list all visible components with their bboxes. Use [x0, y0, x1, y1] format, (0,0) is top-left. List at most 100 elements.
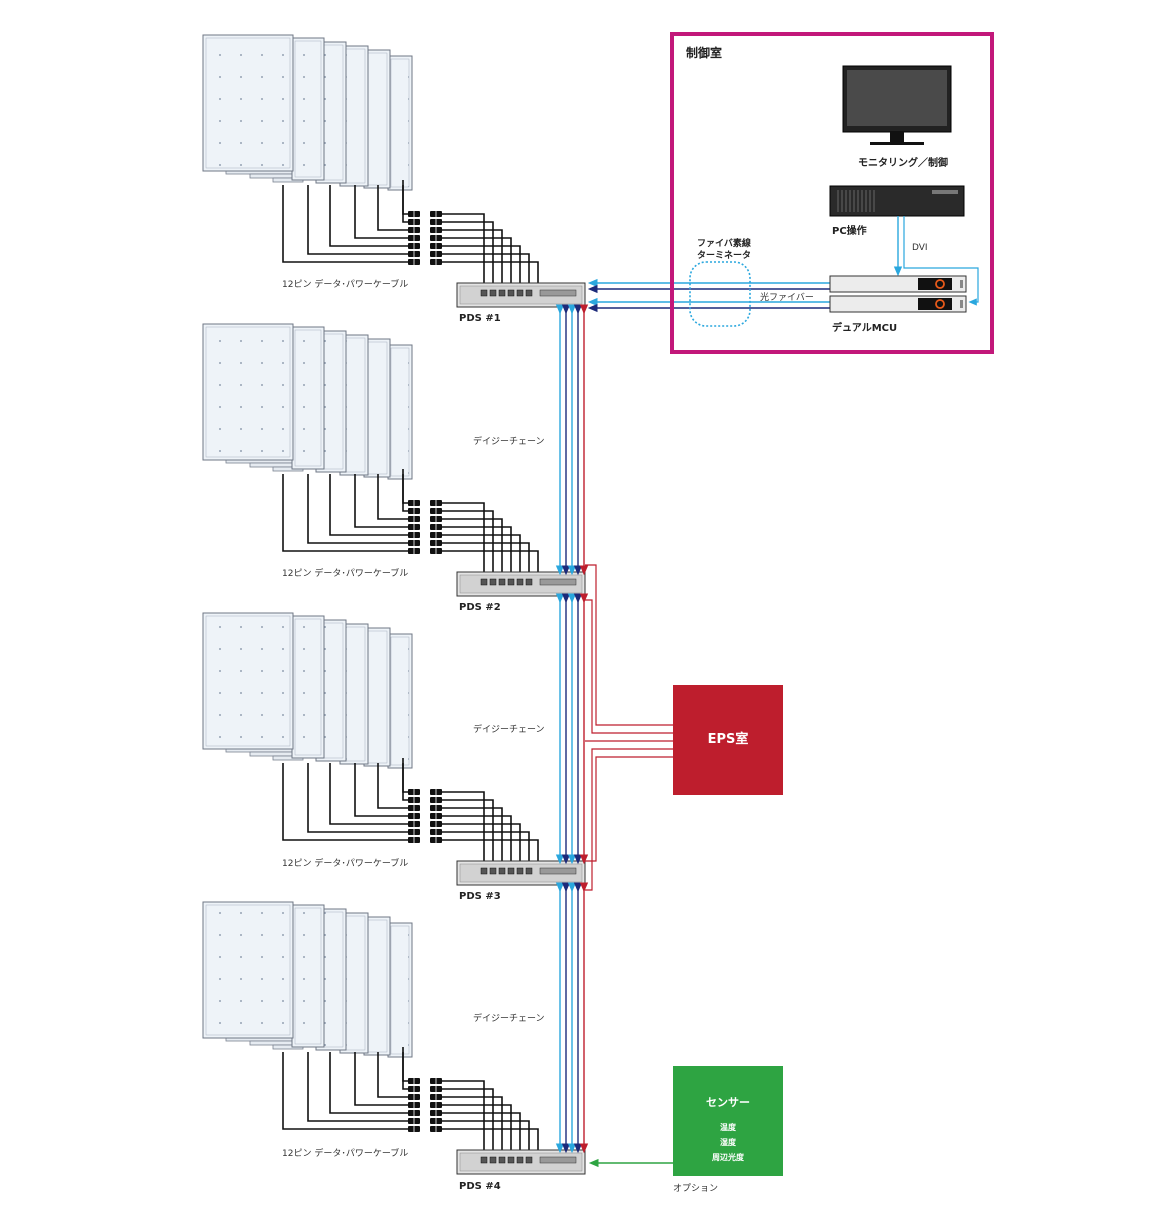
control-room-border: [670, 32, 994, 354]
pds-cable: [442, 799, 494, 870]
sensor-option-label: オプション: [673, 1184, 719, 1194]
pds-port: [507, 578, 515, 586]
pds-port: [507, 867, 515, 875]
pds-cable: [442, 213, 485, 292]
pds-terminal-block: [539, 578, 577, 586]
chain-label-2: デイジーチェーン: [473, 437, 545, 447]
data-power-cable: [354, 474, 408, 528]
fiber-label: 光ファイバー: [760, 293, 814, 303]
pds-terminal-block: [539, 867, 577, 875]
sensor-title: センサー: [706, 1096, 750, 1109]
data-power-cable: [282, 1052, 408, 1130]
data-power-cable: [307, 185, 408, 255]
pds-port: [480, 578, 488, 586]
pds-port: [516, 1156, 524, 1164]
pds-cable: [442, 502, 485, 581]
data-power-cable: [354, 185, 408, 239]
terminator-label-line2: ターミネータ: [697, 251, 752, 261]
pds-port: [516, 289, 524, 297]
pds-cable: [442, 550, 539, 581]
pds-port: [507, 289, 515, 297]
pds-port: [489, 289, 497, 297]
pds-group-4: [202, 901, 586, 1175]
pds-cable: [442, 1128, 539, 1159]
pds-port: [498, 578, 506, 586]
data-power-cable: [307, 474, 408, 544]
data-power-cable: [307, 1052, 408, 1122]
data-power-cable: [377, 763, 408, 809]
pds-cable: [442, 1088, 494, 1159]
pc-label: PC操作: [832, 226, 867, 237]
eps-room-box: [673, 685, 783, 795]
pds-port: [480, 867, 488, 875]
data-power-cable: [282, 474, 408, 552]
power-feed: [585, 756, 673, 862]
pds-port: [498, 1156, 506, 1164]
cable-label-3: 12ピン データ･パワーケーブル: [282, 859, 409, 869]
pds-port: [480, 1156, 488, 1164]
pds-cable: [442, 245, 521, 292]
pds-cable: [442, 815, 512, 870]
pds-cable: [442, 1112, 521, 1159]
pds-port: [516, 867, 524, 875]
chain-label-4: デイジーチェーン: [473, 1014, 545, 1024]
pds-cable: [442, 229, 503, 292]
pds-label-2: PDS #2: [459, 602, 501, 613]
pds-cable: [442, 807, 503, 870]
sensor-box: [673, 1066, 783, 1176]
data-power-cable: [354, 763, 408, 817]
pds-label-3: PDS #3: [459, 891, 501, 902]
data-power-cable: [377, 474, 408, 520]
data-power-cable: [377, 185, 408, 231]
mcu-label: デュアルMCU: [832, 323, 898, 334]
fiber-terminator: [689, 261, 751, 327]
pds-cable: [442, 237, 512, 292]
pds-group-3: [202, 612, 586, 886]
pds-label-4: PDS #4: [459, 1181, 501, 1192]
pds-port: [498, 289, 506, 297]
pds-cable: [442, 823, 521, 870]
pds-port: [489, 578, 497, 586]
terminator-label-line1: ファイバ素線: [697, 239, 751, 249]
sensor-item-ambient-light: 周辺光度: [712, 1153, 744, 1162]
pds-cable: [442, 221, 494, 292]
monitor-label: モニタリング／制御: [858, 158, 948, 169]
pds-cable: [442, 542, 530, 581]
data-power-cable: [377, 1052, 408, 1098]
data-power-cable: [329, 1052, 408, 1114]
pds-cable: [442, 791, 485, 870]
data-power-cable: [329, 474, 408, 536]
pds-port: [525, 1156, 533, 1164]
pds-cable: [442, 253, 530, 292]
pds-terminal-block: [539, 1156, 577, 1164]
data-power-cable: [354, 1052, 408, 1106]
sensor-item-temperature: 温度: [720, 1123, 736, 1132]
pds-cable: [442, 1096, 503, 1159]
pds-cable: [442, 510, 494, 581]
pds-terminal-block: [539, 289, 577, 297]
data-power-cable: [282, 763, 408, 841]
pds-port: [525, 867, 533, 875]
pds-cable: [442, 261, 539, 292]
pds-cable: [442, 518, 503, 581]
pds-cable: [442, 839, 539, 870]
pds-port: [489, 1156, 497, 1164]
eps-room-label: EPS室: [707, 732, 749, 747]
pds-cable: [442, 526, 512, 581]
cable-label-1: 12ピン データ･パワーケーブル: [282, 280, 409, 290]
pds-cable: [442, 1104, 512, 1159]
pds-cable: [442, 534, 521, 581]
pds-port: [516, 578, 524, 586]
cable-label-4: 12ピン データ･パワーケーブル: [282, 1149, 409, 1159]
dvi-label: DVI: [912, 243, 928, 253]
pds-cable: [442, 1080, 485, 1159]
sensor-item-humidity: 湿度: [720, 1138, 736, 1147]
pds-group-2: [202, 323, 586, 597]
power-feed: [585, 599, 673, 734]
pds-label-1: PDS #1: [459, 313, 501, 324]
data-power-cable: [329, 763, 408, 825]
power-feed: [585, 564, 673, 726]
pds-group-1: [202, 34, 586, 308]
data-power-cable: [307, 763, 408, 833]
